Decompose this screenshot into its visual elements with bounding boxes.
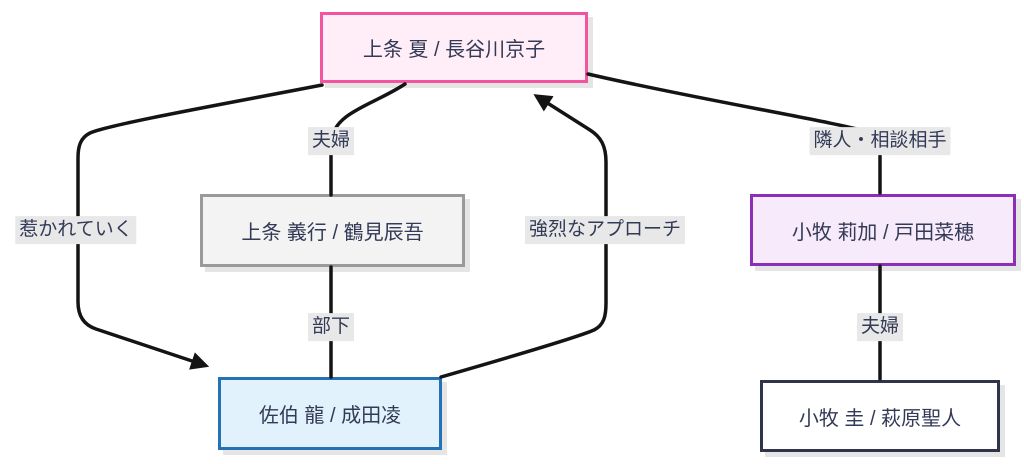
node-komaki-rika: 小牧 莉加 / 戸田菜穂 [750,194,1016,266]
node-saeki-ryu: 佐伯 龍 / 成田凌 [218,377,442,450]
node-label: 小牧 莉加 / 戸田菜穂 [791,221,975,244]
edge-label-fufu-left: 夫婦 [307,127,355,155]
node-label: 佐伯 龍 / 成田凌 [258,405,402,427]
node-label: 上条 夏 / 長谷川京子 [362,39,546,61]
node-komaki-kei: 小牧 圭 / 萩原聖人 [760,380,1000,452]
edge-label-hikareteiku: 惹かれていく [15,216,137,244]
edge-label-rinjin-sodan: 隣人・相談相手 [809,127,951,155]
edge-label-buka: 部下 [307,313,355,341]
node-label: 上条 義行 / 鶴見辰吾 [241,222,424,244]
node-kamijo-natsu: 上条 夏 / 長谷川京子 [320,12,588,83]
edge-label-kyoretsu-approach: 強烈なアプローチ [524,216,686,244]
node-kamijo-yoshiyuki: 上条 義行 / 鶴見辰吾 [200,194,465,267]
node-label: 小牧 圭 / 萩原聖人 [798,407,962,430]
edge-label-fufu-right: 夫婦 [856,313,904,341]
